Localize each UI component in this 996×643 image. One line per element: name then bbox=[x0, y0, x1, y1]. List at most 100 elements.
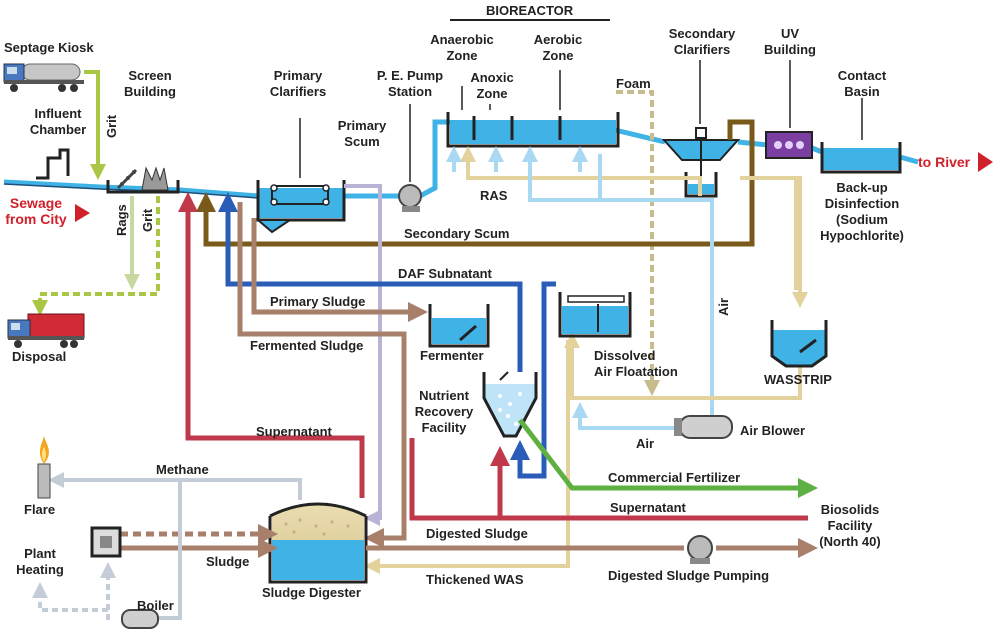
thickened-was-flow bbox=[364, 332, 802, 574]
plant-heating-label-2: Heating bbox=[16, 562, 64, 577]
boiler-icon bbox=[121, 609, 159, 629]
dissolved-air-label-2: Air Floatation bbox=[594, 364, 678, 379]
foam-label: Foam bbox=[616, 76, 651, 91]
screen-building-label-1: Screen bbox=[128, 68, 172, 83]
air-label-lower: Air bbox=[636, 436, 655, 451]
methane-flow bbox=[32, 472, 300, 620]
secondary-scum-flow bbox=[196, 119, 755, 247]
thickened-was-label: Thickened WAS bbox=[426, 572, 524, 587]
anaerobic-zone-label-1: Anaerobic bbox=[430, 32, 494, 47]
methane-label: Methane bbox=[156, 462, 209, 477]
wasstrip-label: WASSTRIP bbox=[764, 372, 832, 387]
to-river-label: to River bbox=[918, 154, 971, 170]
screen-building-label-2: Building bbox=[124, 84, 176, 99]
disposal-truck-icon bbox=[7, 313, 85, 348]
sewage-label-1: Sewage bbox=[9, 195, 63, 211]
boiler-label: Boiler bbox=[137, 598, 174, 613]
primary-scum-label-2: Scum bbox=[344, 134, 380, 149]
secondary-clarifiers-label-1: Secondary bbox=[668, 26, 736, 41]
backup-disinfection-label-2: Disinfection bbox=[824, 196, 900, 211]
digested-sludge-flow bbox=[120, 524, 818, 558]
primary-clarifier-icon bbox=[255, 180, 346, 234]
pe-pump-icon bbox=[398, 184, 422, 212]
secondary-scum-label: Secondary Scum bbox=[404, 226, 510, 241]
fermenter-tank-icon bbox=[428, 304, 490, 348]
fermenter-label: Fermenter bbox=[420, 348, 484, 363]
primary-sludge-flow bbox=[237, 202, 428, 548]
flare-label: Flare bbox=[24, 502, 56, 517]
supernatant-label-lower: Supernatant bbox=[610, 500, 686, 515]
biosolids-facility-label-1: Biosolids bbox=[820, 502, 880, 517]
bioreactor-title: BIOREACTOR bbox=[486, 3, 574, 18]
primary-sludge-label: Primary Sludge bbox=[270, 294, 366, 309]
pe-pump-label-1: P. E. Pump bbox=[376, 68, 444, 83]
septage-kiosk-label: Septage Kiosk bbox=[4, 40, 94, 55]
primary-clarifiers-label-2: Clarifiers bbox=[269, 84, 327, 99]
daf-subnatant-flow bbox=[218, 192, 556, 479]
digested-sludge-pumping-label: Digested Sludge Pumping bbox=[608, 568, 770, 583]
uv-building-icon bbox=[765, 131, 813, 159]
digested-sludge-label: Digested Sludge bbox=[426, 526, 528, 541]
daf-subnatant-label: DAF Subnatant bbox=[398, 266, 492, 281]
secondary-clarifiers-label-2: Clarifiers bbox=[673, 42, 731, 57]
to-river-arrow bbox=[978, 152, 993, 172]
uv-building-label-2: Building bbox=[764, 42, 816, 57]
uv-building-label-1: UV bbox=[780, 26, 800, 41]
wasstrip-tank-icon bbox=[770, 320, 828, 368]
contact-basin-label-2: Basin bbox=[844, 84, 880, 99]
contact-basin-label-1: Contact bbox=[837, 68, 887, 83]
anoxic-zone-label-2: Zone bbox=[476, 86, 508, 101]
pe-pump-label-2: Station bbox=[387, 84, 433, 99]
primary-scum-label-1: Primary bbox=[337, 118, 387, 133]
grit-label-mid: Grit bbox=[140, 208, 155, 232]
primary-scum-flow bbox=[344, 184, 382, 526]
air-blower-label: Air Blower bbox=[740, 423, 806, 438]
flare-icon bbox=[37, 436, 51, 499]
nutrient-recovery-label-3: Facility bbox=[421, 420, 467, 435]
rags-grit-flow bbox=[32, 196, 160, 316]
backup-disinfection-label-1: Back-up bbox=[836, 180, 888, 195]
digested-sludge-pump-icon bbox=[687, 535, 713, 564]
sludge-label: Sludge bbox=[206, 554, 250, 569]
backup-disinfection-label-3: (Sodium bbox=[836, 212, 888, 227]
sludge-digester-icon bbox=[268, 502, 368, 584]
grit-label-top: Grit bbox=[104, 114, 119, 138]
dissolved-air-label-1: Dissolved bbox=[594, 348, 656, 363]
disposal-label: Disposal bbox=[12, 349, 67, 364]
ras-flow bbox=[460, 146, 808, 308]
foam-flow bbox=[616, 90, 660, 396]
nutrient-recovery-label-1: Nutrient bbox=[419, 388, 469, 403]
influent-chamber-label-1: Influent bbox=[34, 106, 82, 121]
fermented-sludge-label: Fermented Sludge bbox=[250, 338, 364, 353]
rags-label: Rags bbox=[114, 204, 129, 236]
commercial-fertilizer-flow bbox=[518, 418, 818, 498]
nutrient-recovery-icon bbox=[482, 371, 538, 438]
sewage-label-2: from City bbox=[5, 211, 67, 227]
biosolids-facility-label-2: Facility bbox=[827, 518, 873, 533]
heat-exchanger-icon bbox=[90, 526, 122, 558]
nutrient-recovery-label-2: Recovery bbox=[414, 404, 474, 419]
sludge-digester-label: Sludge Digester bbox=[262, 585, 361, 600]
supernatant-label-top: Supernatant bbox=[256, 424, 332, 439]
primary-clarifiers-label-1: Primary bbox=[273, 68, 323, 83]
septage-truck-icon bbox=[3, 63, 84, 92]
sewage-inlet-arrow bbox=[75, 204, 90, 222]
screen-building-icon bbox=[106, 166, 180, 194]
plant-heating-label-1: Plant bbox=[24, 546, 56, 561]
backup-disinfection-label-4: Hypochlorite) bbox=[820, 228, 904, 243]
commercial-fertilizer-label: Commercial Fertilizer bbox=[608, 470, 741, 485]
supernatant-flow bbox=[178, 192, 808, 521]
anaerobic-zone-label-2: Zone bbox=[446, 48, 478, 63]
contact-basin-icon bbox=[820, 142, 902, 174]
air-blower-icon bbox=[674, 415, 733, 439]
air-label-vertical: Air bbox=[716, 297, 731, 316]
influent-chamber-label-2: Chamber bbox=[29, 122, 87, 137]
aerobic-zone-label-2: Zone bbox=[542, 48, 574, 63]
daf-unit-icon bbox=[558, 292, 632, 338]
aerobic-zone-label-1: Aerobic bbox=[533, 32, 583, 47]
septage-grit-flow bbox=[84, 70, 106, 180]
air-flow bbox=[446, 146, 714, 430]
influent-chamber-icon bbox=[36, 148, 70, 180]
anoxic-zone-label-1: Anoxic bbox=[470, 70, 514, 85]
